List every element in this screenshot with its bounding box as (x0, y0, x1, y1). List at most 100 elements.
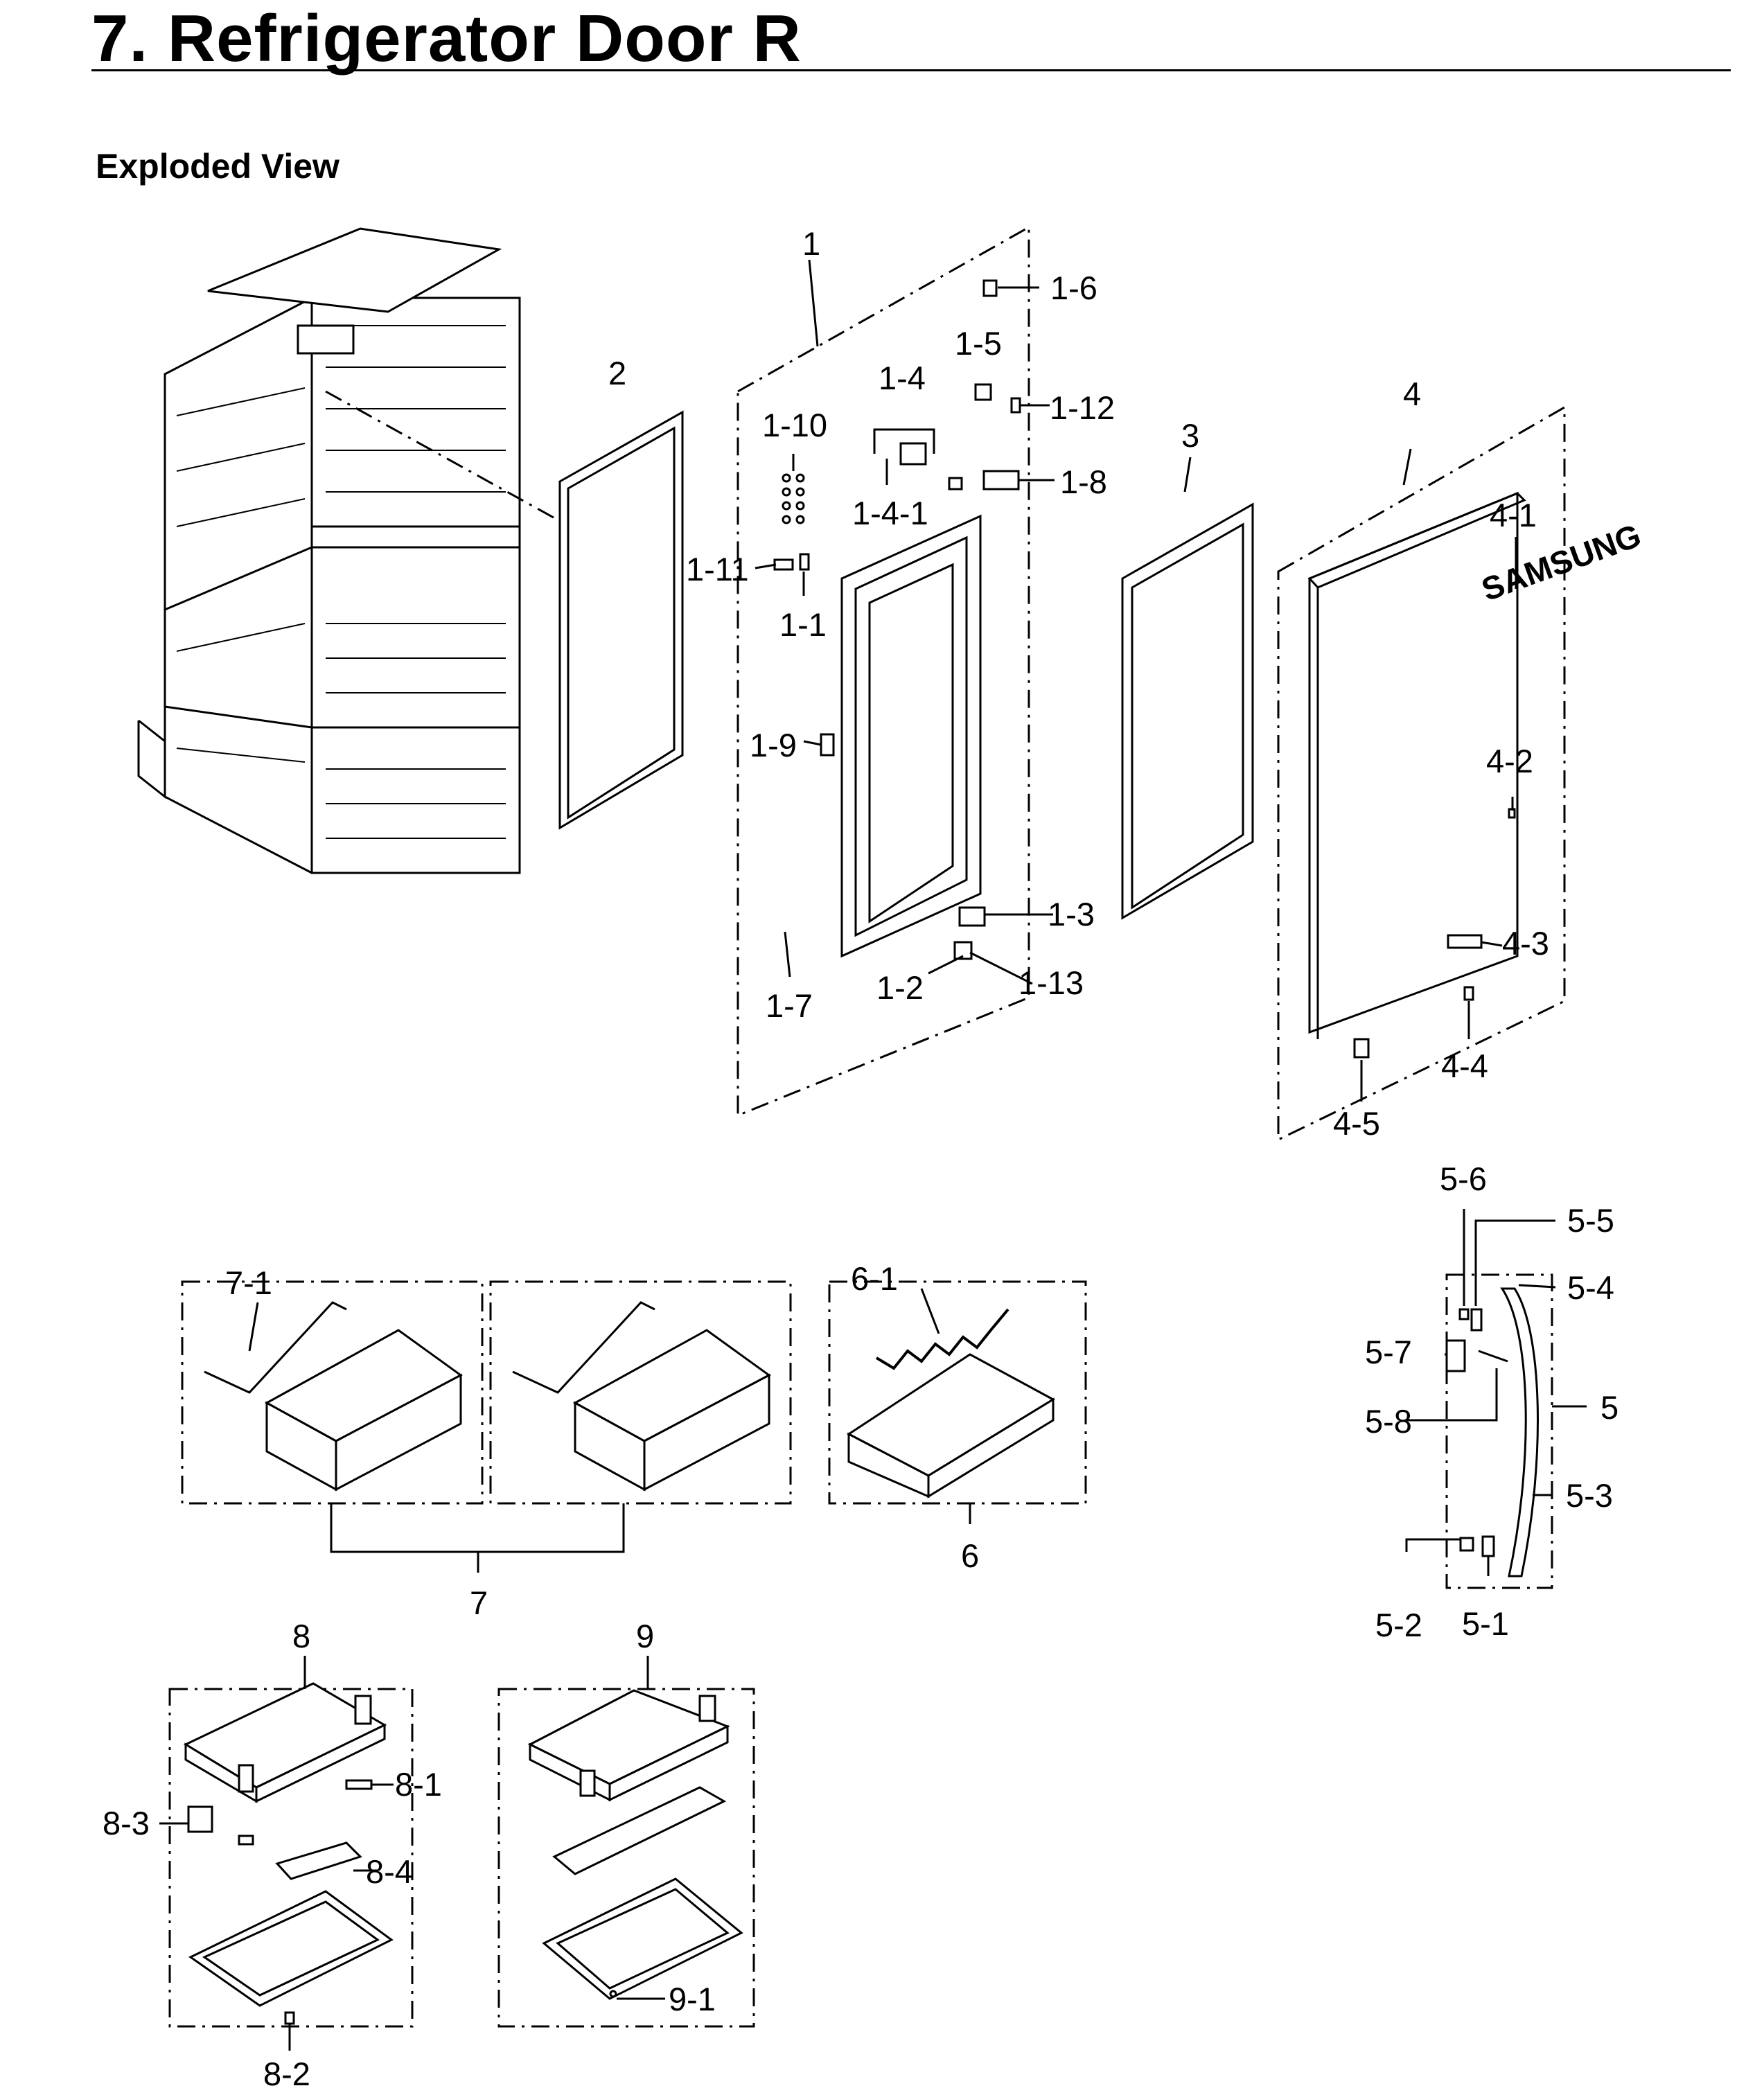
cap-1-5 (974, 383, 992, 401)
part-5-1 (1481, 1535, 1495, 1557)
label-9: 9 (636, 1618, 654, 1654)
label-1-4-1: 1-4-1 (852, 495, 928, 531)
part-4-4 (1463, 986, 1474, 1001)
part-8-1 (345, 1779, 373, 1790)
part-7-bin-left (204, 1301, 463, 1492)
part-7-bracket (330, 1503, 625, 1553)
part-1-small-components (773, 279, 1021, 978)
part-1-inner-door-frame (840, 514, 982, 958)
label-1-9: 1-9 (750, 727, 797, 763)
part-5-outline (1445, 1273, 1553, 1589)
part-4-leader-lines (1360, 448, 1517, 1102)
label-1-10: 1-10 (762, 407, 827, 443)
part-8-3 (187, 1805, 213, 1833)
label-1-3: 1-3 (1048, 896, 1095, 932)
part-8-assembly (183, 1682, 394, 2025)
label-7: 7 (470, 1584, 488, 1621)
label-1-6: 1-6 (1050, 269, 1097, 306)
label-5-4: 5-4 (1567, 1269, 1614, 1306)
part-6-outline (828, 1280, 1087, 1505)
part-7-bin-right-outline (489, 1280, 792, 1505)
hinge-cover-1-4-1 (899, 442, 927, 466)
section-heading: Exploded View (96, 147, 339, 186)
part-5-6 (1458, 1308, 1470, 1320)
label-4-3: 4-3 (1502, 925, 1549, 962)
label-5: 5 (1600, 1389, 1619, 1426)
page-title: 7. Refrigerator Door R (91, 1, 802, 76)
label-8: 8 (292, 1618, 310, 1654)
label-1-5: 1-5 (955, 325, 1002, 362)
part-5-handle (1445, 1287, 1539, 1577)
part-7-bin-right (512, 1301, 771, 1492)
part-5-leader-lines (1405, 1209, 1587, 1576)
label-1-4: 1-4 (879, 360, 926, 396)
part-8-pad (238, 1835, 254, 1846)
part-2-gasket (558, 410, 684, 830)
label-1-8: 1-8 (1060, 463, 1107, 500)
label-5-8: 5-8 (1365, 1403, 1412, 1440)
part-1-1 (799, 553, 810, 571)
part-8-post-2 (238, 1764, 254, 1793)
label-4-5: 4-5 (1333, 1105, 1380, 1142)
part-8-post (354, 1695, 372, 1725)
label-1-12: 1-12 (1050, 389, 1115, 426)
cap-1-4 (948, 477, 963, 490)
label-2: 2 (608, 355, 626, 391)
label-5-7: 5-7 (1365, 1334, 1412, 1370)
part-9-post (698, 1695, 716, 1722)
part-3-gasket (1121, 457, 1254, 920)
part-labels: 1 2 3 4 1-6 1-5 1-4 1-12 1-10 1-8 1-4-1 … (103, 225, 1619, 2092)
label-1-7: 1-7 (766, 987, 813, 1024)
label-5-6: 5-6 (1440, 1160, 1487, 1197)
label-4-4: 4-4 (1441, 1048, 1488, 1084)
control-panel (297, 324, 355, 355)
part-1-leader-lines (755, 259, 1055, 985)
label-5-2: 5-2 (1375, 1607, 1422, 1643)
label-6: 6 (961, 1537, 979, 1574)
title-rule (91, 69, 1731, 71)
stopper-1-9 (820, 733, 835, 757)
label-4-1: 4-1 (1490, 497, 1537, 533)
part-5-5 (1470, 1308, 1483, 1332)
label-8-1: 8-1 (395, 1766, 442, 1803)
part-8-leader-lines (159, 1656, 394, 2051)
part-4-door-assembly: SAMSUNG (1307, 491, 1646, 1059)
part-5-2 (1459, 1537, 1474, 1552)
part-9-outline (497, 1688, 755, 2028)
part-8-outline (168, 1688, 414, 2028)
label-1-13: 1-13 (1018, 964, 1084, 1001)
label-8-2: 8-2 (263, 2056, 310, 2092)
screw-1-12 (1010, 397, 1021, 414)
hinge-1-3 (958, 906, 986, 927)
part-9-assembly (527, 1689, 743, 2000)
label-1-2: 1-2 (876, 969, 924, 1006)
part-1-11 (773, 558, 794, 571)
label-1-1: 1-1 (779, 606, 827, 643)
part-4-group-outline (1277, 405, 1566, 1142)
label-5-1: 5-1 (1462, 1605, 1509, 1642)
label-4: 4 (1403, 375, 1421, 412)
label-1-11: 1-11 (686, 551, 749, 587)
label-8-3: 8-3 (103, 1805, 150, 1841)
part-4-5 (1353, 1038, 1370, 1059)
part-9-leader-lines (617, 1656, 665, 2000)
pin-1-7 (784, 931, 791, 978)
label-9-1: 9-1 (669, 1981, 716, 2017)
hinge-screw-1-6 (982, 279, 998, 297)
part-1-group-outline (737, 225, 1030, 1117)
part-5-7 (1445, 1339, 1466, 1372)
label-8-4: 8-4 (366, 1853, 413, 1890)
part-6-bin (847, 1288, 1056, 1499)
label-6-1: 6-1 (851, 1260, 898, 1297)
refrigerator-cabinet (137, 227, 521, 874)
part-8-4 (275, 1841, 362, 1880)
screws-1-10 (782, 473, 805, 524)
part-9-1 (609, 1990, 617, 1998)
cabinet-shelf-lines (176, 325, 506, 839)
label-7-1: 7-1 (225, 1264, 272, 1301)
bracket-1-8 (982, 470, 1020, 490)
label-4-2: 4-2 (1486, 743, 1533, 779)
label-1: 1 (802, 225, 820, 262)
label-5-3: 5-3 (1566, 1477, 1613, 1514)
